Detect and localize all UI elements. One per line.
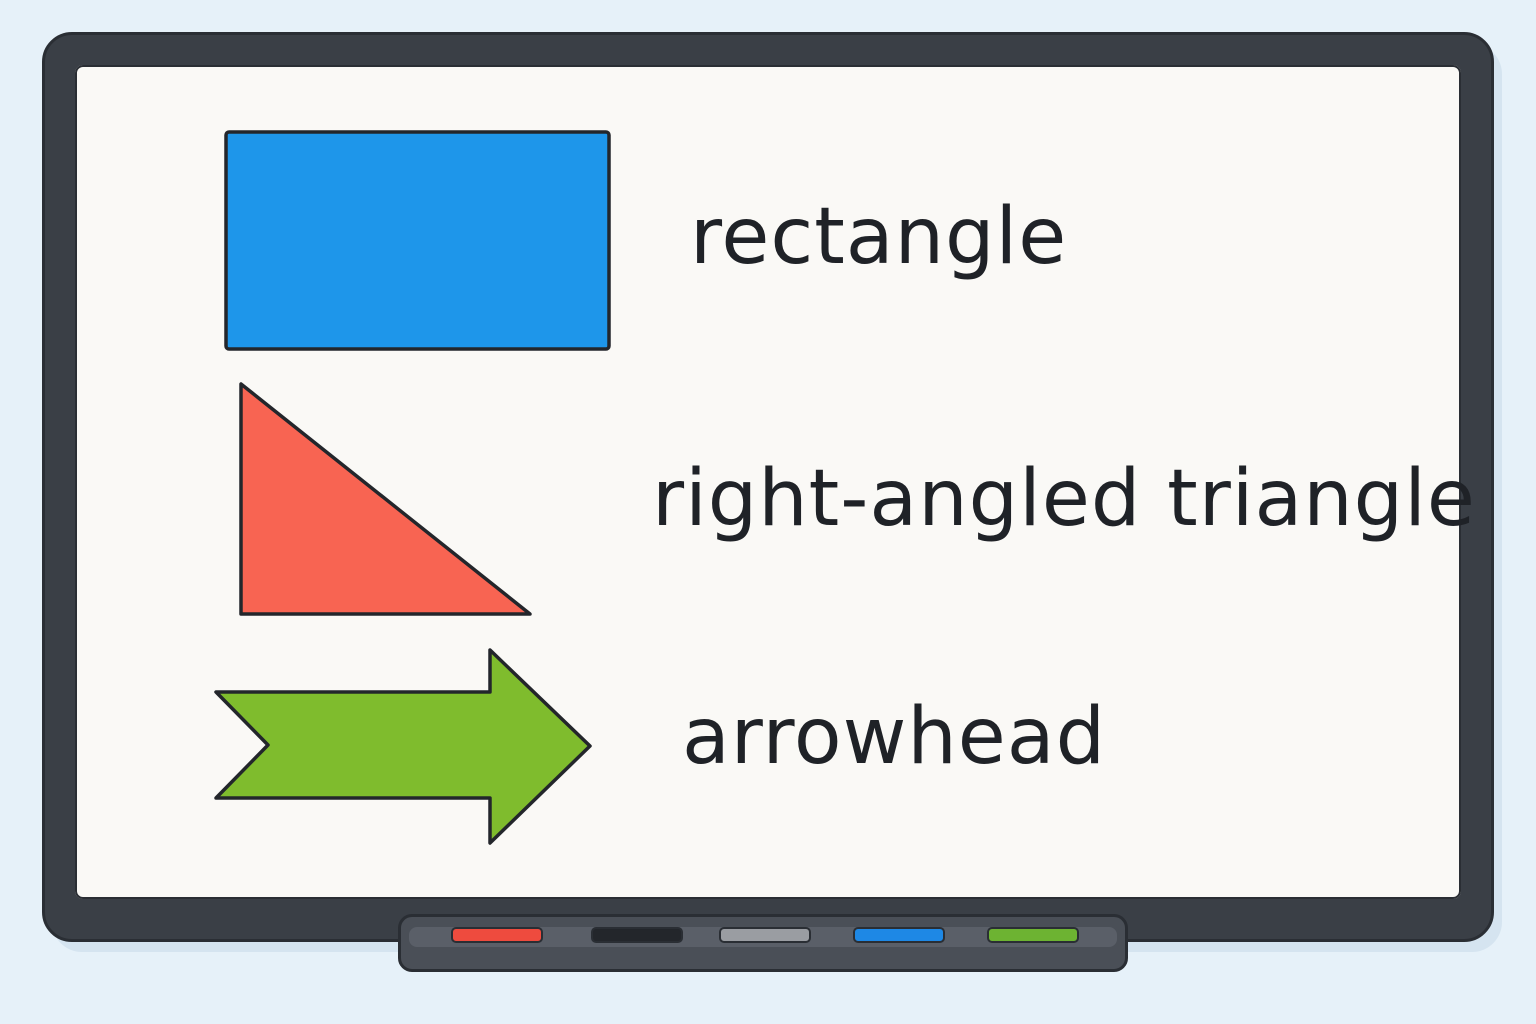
arrowhead-shape (214, 648, 592, 845)
right-angled-triangle-label: right-angled triangle (652, 454, 1476, 544)
black-marker[interactable] (591, 927, 683, 943)
arrowhead-label: arrowhead (682, 692, 1107, 782)
red-marker[interactable] (451, 927, 543, 943)
gray-marker[interactable] (719, 927, 811, 943)
green-marker[interactable] (987, 927, 1079, 943)
blue-marker[interactable] (853, 927, 945, 943)
marker-tray (398, 914, 1128, 972)
rectangle-label: rectangle (690, 192, 1068, 282)
rectangle-shape (224, 130, 611, 351)
right-angled-triangle-shape (239, 382, 532, 616)
